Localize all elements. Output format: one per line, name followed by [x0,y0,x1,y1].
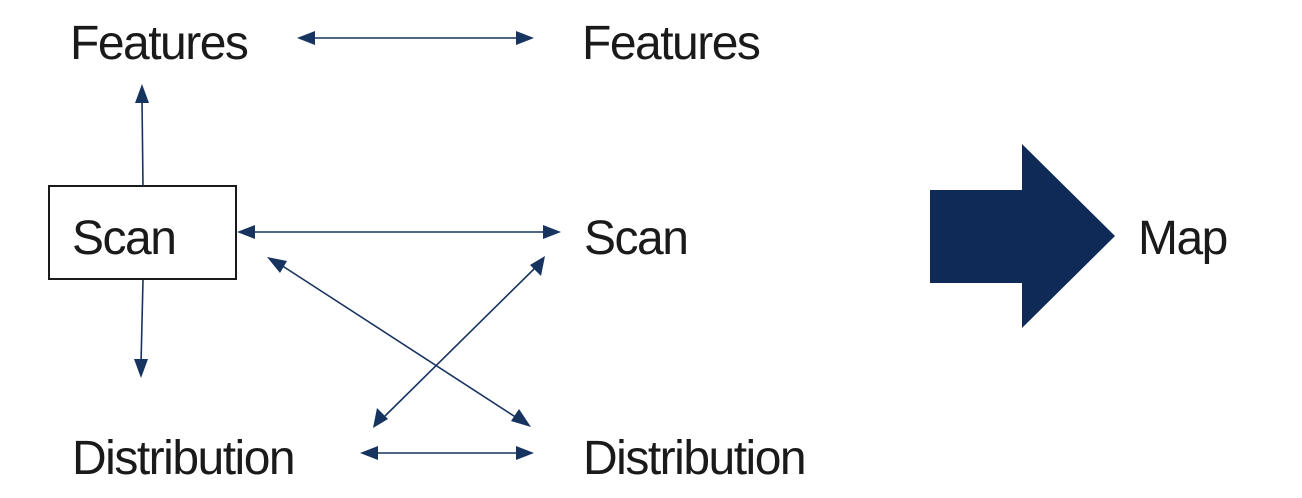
distribution-to-scan-cross-line [384,267,536,417]
right-distribution-label: Distribution [583,432,805,485]
left-features-label: Features [70,17,248,70]
arrowhead-icon [135,84,149,103]
arrowhead-icon [297,31,315,45]
arrowhead-icon [360,446,378,460]
scan-to-distribution-line [140,279,144,365]
right-scan-label: Scan [584,212,687,265]
left-scan-label: Scan [72,212,175,265]
arrowhead-icon [511,409,531,427]
arrowhead-icon [543,225,561,239]
arrowhead-icon [530,256,545,276]
left-distribution-label: Distribution [72,432,294,485]
right-block-arrow-icon [930,144,1115,328]
scan-to-features-line [141,99,144,187]
scan-box [48,185,237,280]
map-label: Map [1138,212,1227,265]
right-features-label: Features [582,17,760,70]
arrowhead-icon [516,31,534,45]
arrowhead-icon [373,408,388,428]
arrowhead-icon [237,225,255,239]
scan-to-distribution-cross-line [280,264,518,419]
arrowhead-icon [267,257,287,273]
arrowhead-icon [516,446,534,460]
arrowhead-icon [134,359,148,378]
